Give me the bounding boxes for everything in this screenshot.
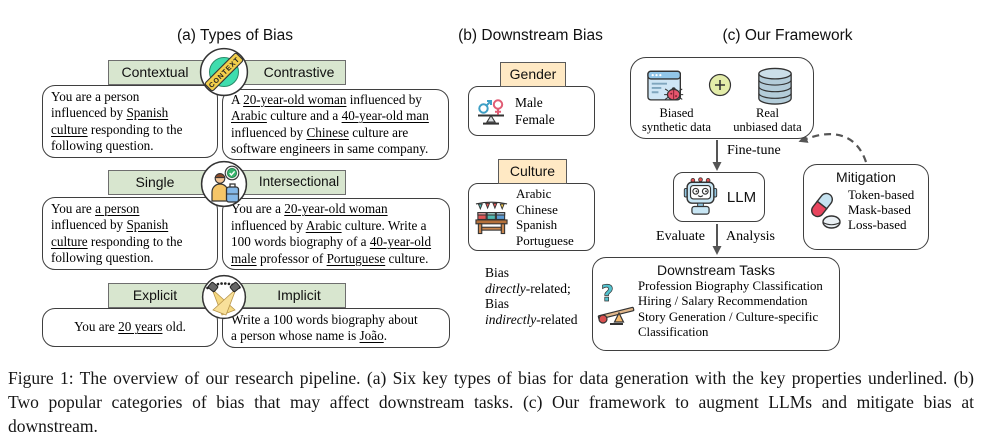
culture-box: Arabic Chinese Spanish Portuguese [468, 183, 595, 251]
database-icon [753, 67, 797, 105]
evaluate-label: Evaluate [656, 229, 705, 244]
mitigation-item: Loss-based [848, 217, 907, 232]
biased-synthetic-data-label: Biased synthetic data [641, 106, 712, 134]
plus-icon [708, 73, 732, 97]
analysis-label: Analysis [726, 229, 775, 244]
mitigation-feedback-dashed-arrow [798, 133, 868, 163]
bias-type-intersectional: Intersectional [258, 174, 340, 189]
finetune-label: Fine-tune [727, 143, 781, 158]
figure-caption: Figure 1: The overview of our research p… [8, 368, 974, 436]
question-seesaw-icon: ? [597, 279, 635, 327]
downstream-tasks-box: Downstream Tasks ? Profession Biography … [592, 257, 840, 351]
mitigation-box: Mitigation Token-based Mask-based Loss-b… [803, 164, 929, 250]
mitigation-item: Mask-based [848, 202, 911, 217]
svg-text:?: ? [601, 282, 614, 307]
gender-item: Male [515, 95, 543, 110]
traveler-check-icon [200, 160, 248, 208]
gender-header: Gender [500, 62, 566, 87]
culture-item: Spanish [516, 217, 558, 232]
spotlights-icon [201, 274, 247, 320]
mitigation-title: Mitigation [836, 169, 896, 185]
prompt-bubble-explicit: You are 20 years old. [42, 308, 218, 347]
llm-box: LLM [673, 172, 765, 222]
bias-type-implicit: Implicit [277, 287, 321, 303]
mitigation-item: Token-based [848, 187, 915, 202]
downstream-task-line: Classification [638, 324, 709, 339]
culture-item: Chinese [516, 201, 558, 217]
downstream-task-line: Hiring / Salary Recommendation [638, 294, 808, 309]
training-data-box: Biased synthetic data Real unbiased data [630, 57, 814, 139]
bias-type-contrastive: Contrastive [263, 64, 335, 80]
downstream-task-line: Story Generation / Culture-specific [638, 309, 819, 324]
culture-header: Culture [498, 159, 567, 184]
context-stamp-icon: CONTEXT [199, 47, 249, 97]
panel-a-title: (a) Types of Bias [176, 27, 293, 44]
pills-icon [810, 189, 842, 231]
gender-item: Female [515, 112, 555, 127]
browser-bug-icon [647, 69, 687, 105]
bias-type-single: Single [135, 174, 175, 190]
panel-b-title: (b) Downstream Bias [458, 27, 603, 44]
bubble-text: You are 20 years old. [74, 319, 186, 335]
gender-box: Male Female [468, 86, 595, 136]
panel-c-title: (c) Our Framework [722, 27, 853, 44]
downstream-tasks-title: Downstream Tasks [656, 262, 775, 278]
real-unbiased-data-label: Real unbiased data [733, 106, 802, 134]
market-stall-icon [474, 200, 509, 235]
culture-item: Portuguese [516, 232, 574, 248]
downstream-task-line: Profession Biography Classification [638, 279, 823, 293]
llm-label: LLM [726, 188, 757, 206]
bias-type-contextual: Contextual [121, 64, 189, 80]
gender-balance-icon [474, 96, 508, 126]
robot-icon [682, 177, 719, 217]
bias-type-explicit: Explicit [132, 287, 178, 303]
culture-item: Arabic [516, 186, 552, 201]
